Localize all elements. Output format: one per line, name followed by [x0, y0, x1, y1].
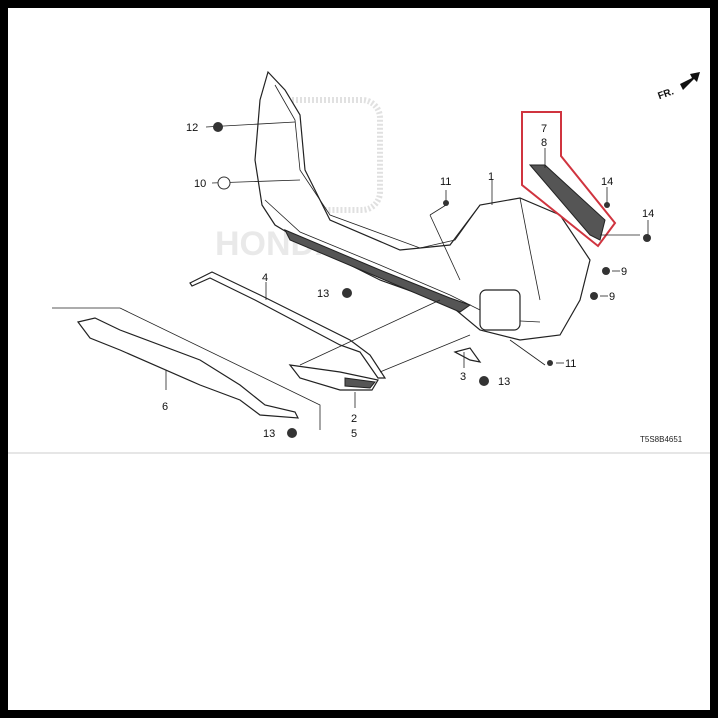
- callout-7: 7: [541, 123, 547, 135]
- callout-9a: 9: [621, 266, 627, 278]
- callout-9b: 9: [609, 291, 615, 303]
- callout-13a: 13: [317, 288, 329, 300]
- callout-10: 10: [194, 178, 206, 190]
- bumper-bracket: [528, 164, 606, 241]
- lower-garnish: [189, 271, 387, 379]
- callout-8: 8: [541, 137, 547, 149]
- front-direction-arrow-icon: FR.: [656, 72, 700, 102]
- rear-diffuser: [76, 317, 300, 419]
- callout-3: 3: [460, 371, 466, 383]
- callout-11b: 11: [565, 358, 576, 370]
- callout-14b: 14: [642, 208, 654, 220]
- diagram-code: T5S8B4651: [640, 435, 683, 444]
- front-label: FR.: [656, 86, 675, 102]
- callout-6: 6: [162, 401, 168, 413]
- callout-1: 1: [488, 171, 494, 183]
- callout-4: 4: [262, 272, 268, 284]
- callout-13b: 13: [263, 428, 275, 440]
- callout-11a: 11: [440, 176, 451, 188]
- bumper-cover: [254, 70, 591, 341]
- fasteners: [213, 122, 651, 438]
- callout-13c: 13: [498, 376, 510, 388]
- callout-5: 5: [351, 428, 357, 440]
- callout-2: 2: [351, 413, 357, 425]
- callout-12: 12: [186, 122, 198, 134]
- divider: [8, 452, 710, 454]
- callout-labels: 1 2 3 4 5 6 7 8 9 9 10 11 11 12 13 13 13…: [162, 122, 654, 440]
- highlight-box: [521, 111, 617, 248]
- diagram-canvas: [8, 8, 710, 710]
- callout-14a: 14: [601, 176, 613, 188]
